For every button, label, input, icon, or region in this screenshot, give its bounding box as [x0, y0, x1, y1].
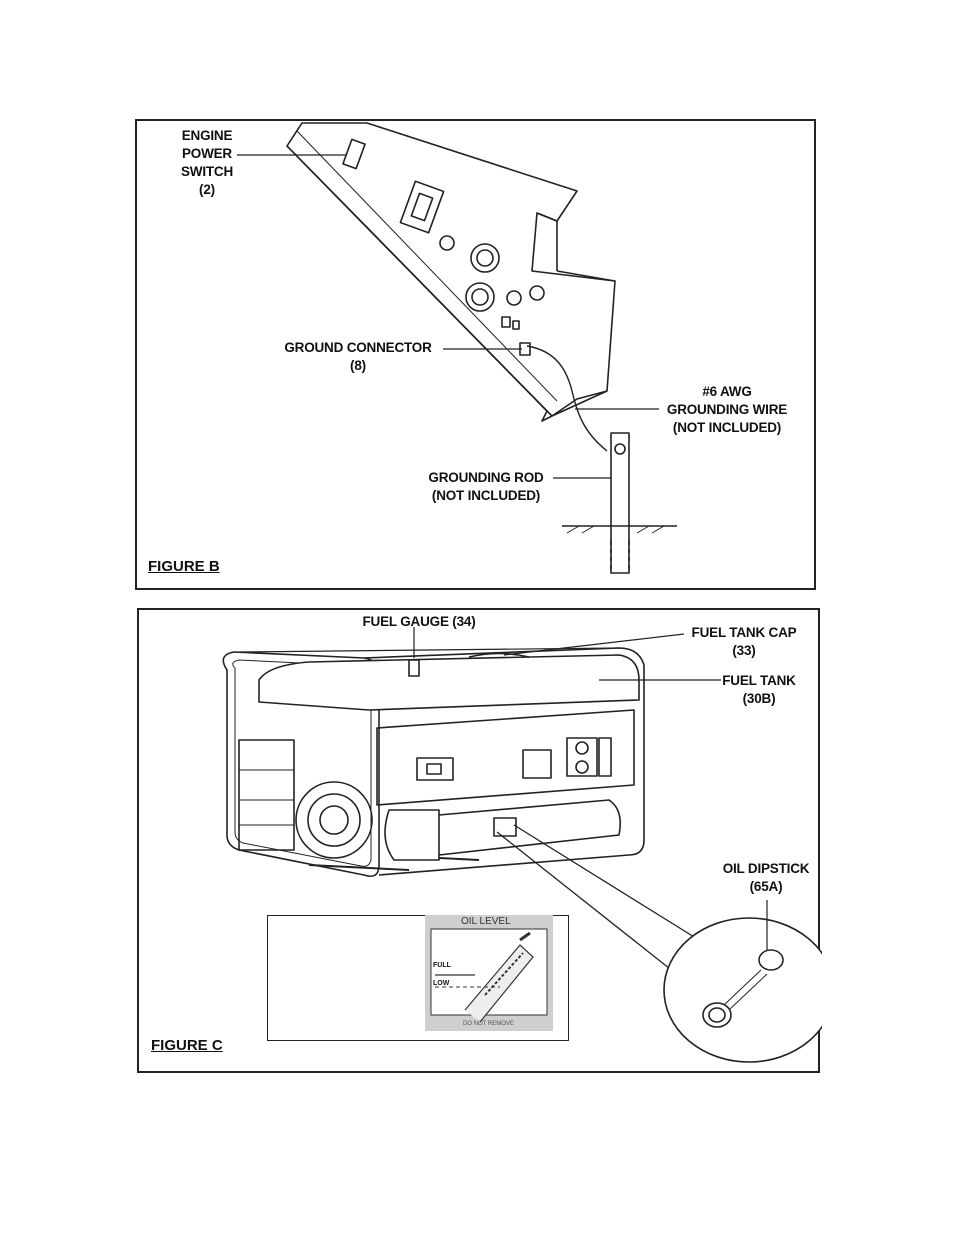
label-line: (NOT INCLUDED)	[657, 419, 797, 437]
label-line: (NOT INCLUDED)	[419, 487, 553, 505]
label-line: #6 AWG	[657, 383, 797, 401]
label-line: FUEL TANK	[714, 672, 804, 690]
oil-fill-port	[494, 818, 516, 836]
oil-full-label: FULL	[433, 962, 451, 969]
figure-b: ENGINE POWER SWITCH (2) GROUND CONNECTOR…	[135, 119, 816, 590]
oil-level-panel: OIL LEVEL FULL LOW DO NOT REMOVE	[425, 915, 553, 1031]
label-line: POWER	[167, 145, 247, 163]
square-outlet	[400, 181, 443, 233]
engine-power-switch	[343, 139, 365, 168]
ground-connector-label: GROUND CONNECTOR (8)	[273, 339, 443, 375]
oil-low-label: LOW	[433, 980, 449, 987]
oil-level-title: OIL LEVEL	[461, 916, 511, 927]
figure-b-title: FIGURE B	[148, 558, 220, 575]
figure-c-title: FIGURE C	[151, 1037, 223, 1054]
label-line: GROUND CONNECTOR	[273, 339, 443, 357]
oil-footer-label: DO NOT REMOVE	[463, 1021, 514, 1027]
label-line: (30B)	[714, 690, 804, 708]
fuel-tank	[259, 655, 639, 710]
outlets	[567, 738, 597, 776]
label-line: (2)	[167, 181, 247, 199]
engine-power-switch-label: ENGINE POWER SWITCH (2)	[167, 127, 247, 199]
round-outlet-2	[466, 283, 494, 311]
label-line: SWITCH	[167, 163, 247, 181]
label-line: ENGINE	[167, 127, 247, 145]
label-line: GROUNDING WIRE	[657, 401, 797, 419]
oil-level-drawing	[425, 915, 553, 1031]
grounding-wire-label: #6 AWG GROUNDING WIRE (NOT INCLUDED)	[657, 383, 797, 437]
label-line: (33)	[684, 642, 804, 660]
label-line: (65A)	[711, 878, 821, 896]
round-outlet-1	[471, 244, 499, 272]
label-line: (8)	[273, 357, 443, 375]
engine-block	[239, 740, 294, 850]
power-switch	[427, 764, 441, 774]
control-panel	[377, 710, 634, 805]
grounding-wire	[527, 346, 607, 451]
alternator	[385, 810, 439, 860]
magnified-dipstick	[664, 918, 822, 1062]
fuel-tank-label: FUEL TANK (30B)	[714, 672, 804, 708]
label-line: OIL DIPSTICK	[711, 860, 821, 878]
grounding-rod-label: GROUNDING ROD (NOT INCLUDED)	[419, 469, 553, 505]
label-line: FUEL TANK CAP	[684, 624, 804, 642]
label-line: GROUNDING ROD	[419, 469, 553, 487]
fuel-tank-cap-label: FUEL TANK CAP (33)	[684, 624, 804, 660]
oil-dipstick-label: OIL DIPSTICK (65A)	[711, 860, 821, 896]
fuel-gauge-label: FUEL GAUGE (34)	[349, 613, 489, 631]
figure-c: OIL LEVEL FULL LOW DO NOT REMOVE FUEL GA…	[137, 608, 820, 1073]
